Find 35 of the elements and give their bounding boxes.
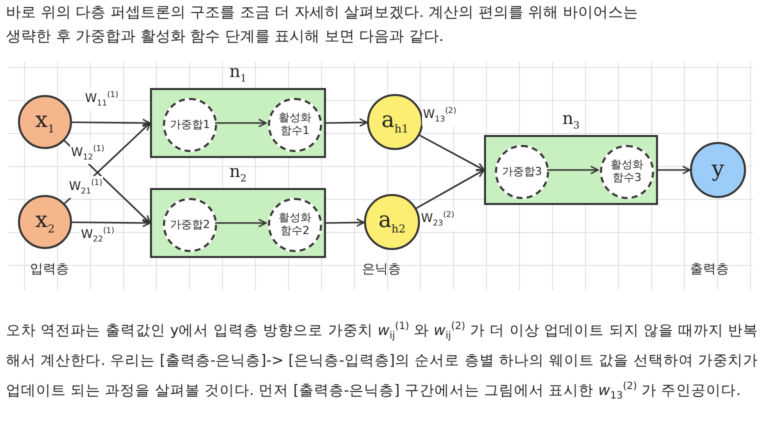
arrow [547,166,599,174]
dashed-circle [163,98,217,152]
node-label: 활성화 함수3 [610,159,644,185]
node-label: 활성화 함수1 [278,112,312,138]
dashed-circle [600,145,654,199]
dashed-circle [268,98,322,152]
arrow [419,134,485,171]
box-heading: n$_{2}$ [228,163,248,186]
node-label: 가중합3 [501,166,543,178]
arrow [416,169,485,209]
node-label: 가중합1 [169,118,211,132]
dashed-circle [163,198,217,252]
arrow [72,218,151,228]
dashed-circle [268,198,322,252]
layer-label: 입력층 [30,262,69,278]
arrow [658,166,691,174]
arrow [326,118,368,127]
layer-label: 출력층 [690,262,729,278]
layer-label: 은닉층 [362,262,401,278]
dashed-circle [495,145,549,199]
box-heading: n$_{3}$ [561,110,581,134]
node-label: x$_{1}$ [34,108,56,136]
node-label: x$_{2}$ [34,208,56,236]
node-label: 활성화 함수2 [278,212,312,238]
arrow [215,218,267,228]
body-paragraph: 오차 역전파는 출력값인 y에서 입력층 방향으로 가중치 w$_{ij}$$^{(1)}$ 와 w$_{ij}$$^{(2)}$ 가 더 이상 업데이트 되지 않을 때까지 반복해서 계산한다. 우리는 [출력층-은닉층]-> [은닉층-입력층]의 순서로 층별 하나의 웨이트 값을 선택하여 가중치가 업데이트 되는 과정을 살펴볼 것이다. 먼저 [출력층-은닉층] 구간에서는 그림에서 표시한 w$_{13}$$^{(2)}$ 가 주인공이다. [6,320,758,404]
arrow [72,118,151,128]
node-label: y [710,157,726,183]
arrow [326,218,365,227]
node-label: a$_{h1}$ [380,108,410,136]
node-label: a$_{h2}$ [377,208,407,236]
arrow [215,118,267,128]
node-label: 가중합2 [169,218,211,232]
box-heading: n$_{1}$ [228,63,248,86]
intro-paragraph: 바로 위의 다층 퍼셉트론의 구조를 조금 더 자세히 살펴보겠다. 계산의 편의를 위해 바이어스는 생략한 후 가중합과 활성화 함수 단계를 표시해 보면 다음과 같다. [6,2,639,47]
